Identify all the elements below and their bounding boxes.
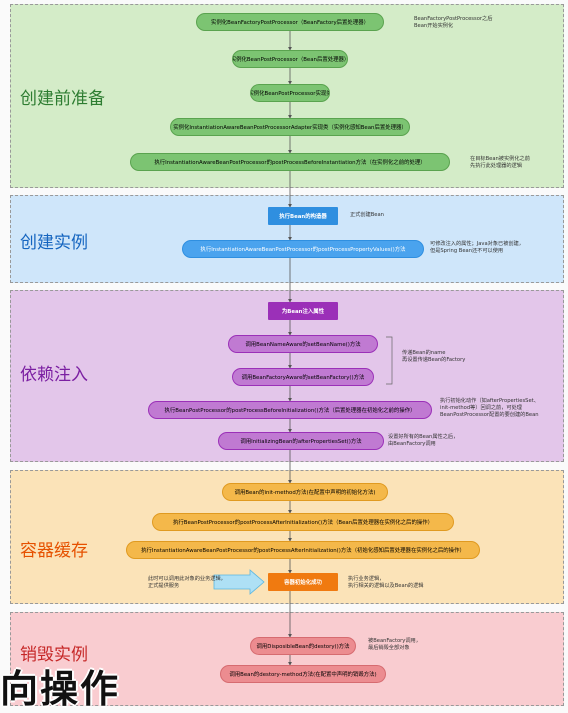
instantiate-bpp-node[interactable]: 实例化BeanPostProcessor（Bean后置处理器） (232, 50, 348, 68)
set-bean-name-node[interactable]: 调用BeanNameAware的setBeanName()方法 (228, 335, 378, 353)
create-note-1: 正式创建Bean (350, 212, 384, 218)
container-ready-node[interactable]: 容器初始化成功 (268, 573, 338, 591)
inject-note-2: 执行初始化动作（如afterPropertiesSet、 init-method… (440, 398, 539, 419)
iabpp-after-initialization-node[interactable]: 执行InstantiationAwareBeanPostProcessor的po… (126, 541, 480, 559)
cache-title: 容器缓存 (20, 541, 88, 561)
cache-note-1: 此时可以调用此对象的业务逻辑， 正式提供服务 (148, 576, 226, 590)
create-title: 创建实例 (20, 233, 88, 253)
prepare-note-2: 在目标Bean被实例化之前 先执行此处理器的逻辑 (470, 156, 530, 170)
instantiate-iabppa-node[interactable]: 实例化InstantiationAwareBeanPostProcessorAd… (170, 118, 410, 136)
cache-note-2: 执行业务逻辑， 执行相关的逻辑以及Bean的逻辑 (348, 576, 424, 590)
init-method-node[interactable]: 调用Bean的init-method方法(在配置中声明的初始化方法) (222, 483, 388, 501)
create-note-2: 可修改注入的属性；Java对象已被创建， 但是Spring Bean还不可以使用 (430, 241, 524, 255)
destroy-panel (10, 612, 564, 706)
property-values-node[interactable]: 执行InstantiationAwareBeanPostProcessor的po… (182, 240, 424, 258)
inject-title: 依赖注入 (20, 365, 88, 385)
instantiate-bpp-impl-node[interactable]: 实例化BeanPostProcessor实现类 (250, 84, 330, 102)
inject-note-1: 传递Bean的name 再设置传递Bean的Factory (402, 350, 466, 364)
inject-properties-node[interactable]: 为Bean注入属性 (268, 302, 338, 320)
constructor-node[interactable]: 执行Bean的构造器 (268, 207, 338, 225)
before-instantiation-node[interactable]: 执行InstantiationAwareBeanPostProcessor的po… (130, 153, 450, 171)
destroy-method-node[interactable]: 调用Bean的destory-method方法(在配置中声明的销毁方法) (220, 665, 386, 683)
destroy-title: 销毁实例 (20, 645, 88, 665)
set-bean-factory-node[interactable]: 调用BeanFactoryAware的setBeanFactory()方法 (232, 368, 374, 386)
disposable-destroy-node[interactable]: 调用DisposibleBean的destory()方法 (250, 637, 356, 655)
prepare-note-1: BeanFactoryPostProcessor之后 Bean开始实例化 (414, 16, 493, 30)
instantiate-bfpp-node[interactable]: 实例化BeanFactoryPostProcessor（BeanFactory后… (196, 13, 384, 31)
after-properties-set-node[interactable]: 调用InitializingBean的afterPropertiesSet()方… (218, 432, 384, 450)
destroy-note-1: 被BeanFactory调用， 最后销毁全部对象 (368, 638, 421, 652)
inject-note-3: 设置好所有的Bean属性之后， 由BeanFactory调用 (388, 434, 459, 448)
before-initialization-node[interactable]: 执行BeanPostProcessor的postProcessBeforeIni… (148, 401, 432, 419)
after-initialization-node[interactable]: 执行BeanPostProcessor的postProcessAfterInit… (152, 513, 454, 531)
overlay-caption: 向操作 (0, 667, 121, 711)
prepare-title: 创建前准备 (20, 89, 105, 109)
